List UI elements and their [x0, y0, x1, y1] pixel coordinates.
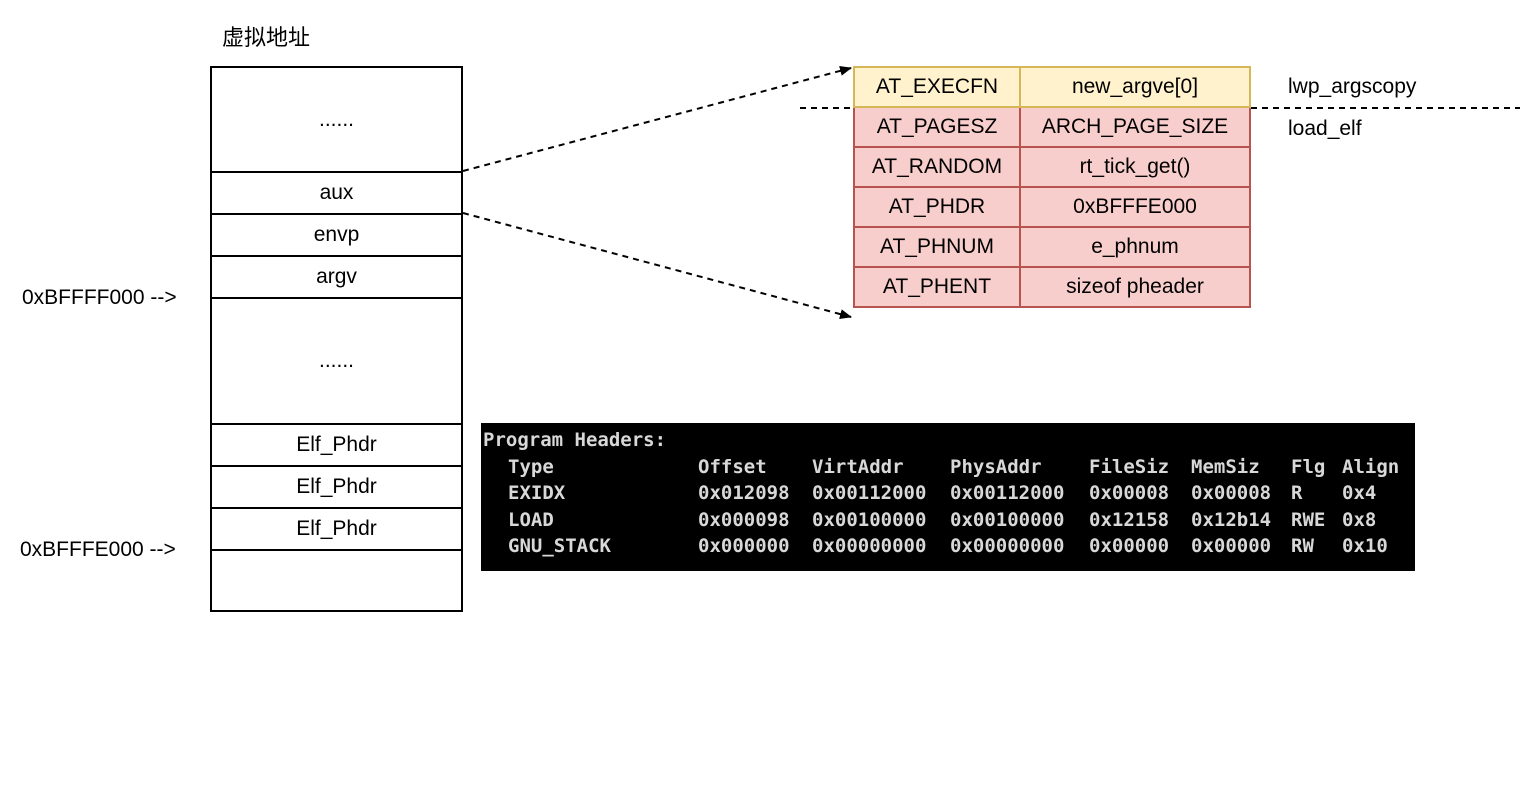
terminal-heading-row: Program Headers:: [483, 427, 1415, 454]
aux-key: AT_EXECFN: [853, 66, 1021, 108]
aux-value: rt_tick_get(): [1019, 146, 1251, 188]
cell-physaddr: 0x00000000: [950, 535, 1065, 557]
cell-offset: 0x012098: [698, 482, 790, 504]
stack-cell-envp: envp: [212, 215, 461, 257]
stack-cell-aux: aux: [212, 173, 461, 215]
terminal-header-row: Type Offset VirtAddr PhysAddr FileSiz Me…: [483, 454, 1415, 481]
connector-lines: [462, 65, 1520, 319]
cell-memsiz: 0x00000: [1191, 535, 1272, 557]
program-headers-terminal: Program Headers: Type Offset VirtAddr Ph…: [481, 423, 1415, 571]
cell-physaddr: 0x00100000: [950, 508, 1065, 531]
stack-cell-elf-phdr: Elf_Phdr: [212, 509, 461, 551]
column-header: Align: [1342, 455, 1400, 478]
cell-filesiz: 0x12158: [1089, 508, 1170, 531]
cell-virtaddr: 0x00000000: [812, 535, 927, 557]
cell-align: 0x8: [1342, 508, 1377, 531]
aux-key: AT_PHENT: [853, 266, 1021, 308]
address-label-lower: 0xBFFFE000 -->: [20, 538, 176, 561]
cell-flg: RWE: [1291, 508, 1326, 531]
stack-cell-elf-phdr: Elf_Phdr: [212, 467, 461, 509]
aux-value: ARCH_PAGE_SIZE: [1019, 106, 1251, 148]
cell-flg: RW: [1291, 535, 1314, 557]
aux-key: AT_PHNUM: [853, 226, 1021, 268]
aux-key: AT_PAGESZ: [853, 106, 1021, 148]
aux-row: AT_PHNUM e_phnum: [853, 226, 1251, 268]
aux-row: AT_PHENT sizeof pheader: [853, 266, 1251, 308]
column-header: Type: [508, 455, 554, 478]
aux-key: AT_RANDOM: [853, 146, 1021, 188]
column-header: Offset: [698, 455, 767, 478]
aux-value: 0xBFFFE000: [1019, 186, 1251, 228]
aux-expand-arrow-bottom: [462, 212, 852, 319]
aux-value: e_phnum: [1019, 226, 1251, 268]
cell-type: EXIDX: [508, 482, 566, 504]
column-header: FileSiz: [1089, 455, 1170, 478]
cell-align: 0x4: [1342, 482, 1377, 504]
cell-virtaddr: 0x00100000: [812, 508, 927, 531]
address-label-upper: 0xBFFFF000 -->: [22, 286, 177, 309]
terminal-data-row: EXIDX 0x012098 0x00112000 0x00112000 0x0…: [483, 480, 1415, 507]
terminal-heading: Program Headers:: [483, 429, 667, 451]
terminal-data-row: GNU_STACK 0x000000 0x00000000 0x00000000…: [483, 533, 1415, 560]
cell-filesiz: 0x00008: [1089, 482, 1170, 504]
virtual-memory-stack: ...... aux envp argv ...... Elf_Phdr Elf…: [210, 66, 463, 612]
aux-expand-arrow-top: [462, 65, 852, 172]
column-header: MemSiz: [1191, 455, 1260, 478]
column-header: PhysAddr: [950, 455, 1042, 478]
cell-virtaddr: 0x00112000: [812, 482, 927, 504]
stack-cell-ellipsis-middle: ......: [212, 299, 461, 425]
cell-type: GNU_STACK: [508, 535, 611, 557]
cell-physaddr: 0x00112000: [950, 482, 1065, 504]
aux-row: AT_PHDR 0xBFFFE000: [853, 186, 1251, 228]
aux-value: sizeof pheader: [1019, 266, 1251, 308]
label-load-elf: load_elf: [1288, 117, 1362, 140]
cell-offset: 0x000000: [698, 535, 790, 557]
cell-align: 0x10: [1342, 535, 1388, 557]
diagram-title: 虚拟地址: [222, 26, 311, 51]
aux-vector-table: AT_EXECFN new_argve[0] AT_PAGESZ ARCH_PA…: [853, 66, 1251, 308]
cell-memsiz: 0x00008: [1191, 482, 1272, 504]
cell-filesiz: 0x00000: [1089, 535, 1170, 557]
aux-row: AT_EXECFN new_argve[0]: [853, 66, 1251, 108]
stack-cell-ellipsis-top: ......: [212, 68, 461, 173]
column-header: VirtAddr: [812, 455, 904, 478]
cell-flg: R: [1291, 482, 1303, 504]
stack-cell-argv: argv: [212, 257, 461, 299]
aux-row: AT_RANDOM rt_tick_get(): [853, 146, 1251, 188]
terminal-data-row: LOAD 0x000098 0x00100000 0x00100000 0x12…: [483, 507, 1415, 534]
aux-key: AT_PHDR: [853, 186, 1021, 228]
aux-row: AT_PAGESZ ARCH_PAGE_SIZE: [853, 106, 1251, 148]
stack-cell-elf-phdr: Elf_Phdr: [212, 425, 461, 467]
cell-type: LOAD: [508, 508, 554, 531]
aux-value: new_argve[0]: [1019, 66, 1251, 108]
cell-memsiz: 0x12b14: [1191, 508, 1272, 531]
cell-offset: 0x000098: [698, 508, 790, 531]
label-lwp-argscopy: lwp_argscopy: [1288, 75, 1417, 98]
column-header: Flg: [1291, 455, 1326, 478]
